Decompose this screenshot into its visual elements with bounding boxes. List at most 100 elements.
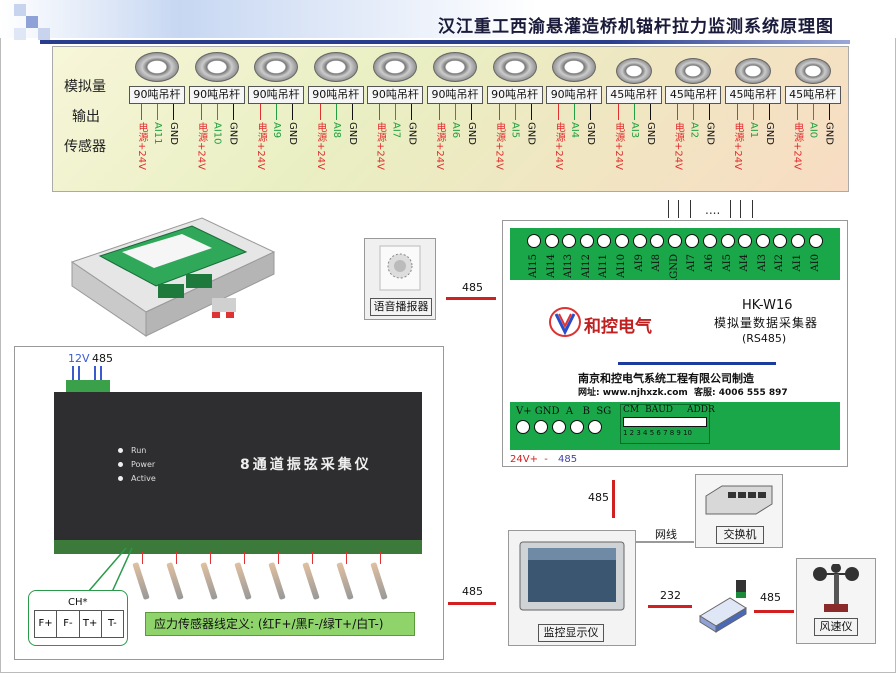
sensor-wire bbox=[677, 104, 679, 120]
terminal-screw[interactable] bbox=[738, 234, 753, 248]
anemometer-label: 风速仪 bbox=[814, 618, 858, 636]
sensor-wire bbox=[737, 104, 738, 120]
led-icon bbox=[118, 476, 123, 481]
terminal-screw[interactable] bbox=[703, 234, 717, 248]
terminal-label: AI2 bbox=[774, 254, 786, 272]
sensor-wire-label: 电源+24V bbox=[791, 122, 803, 170]
indicator-label: Run bbox=[131, 446, 147, 455]
sensor-wire bbox=[335, 104, 337, 120]
sensor-wire-label: AI8 bbox=[330, 122, 342, 139]
terminal-screw[interactable] bbox=[667, 234, 682, 248]
channel-pinout-box bbox=[28, 590, 128, 646]
terminal-screw[interactable] bbox=[773, 234, 788, 248]
sensor-label: 90吨吊杆 bbox=[307, 86, 364, 104]
terminal-label: AI0 bbox=[809, 254, 821, 272]
sensor-wire bbox=[574, 104, 576, 120]
load-cell-ring-icon bbox=[135, 52, 179, 82]
speaker-icon bbox=[379, 245, 421, 291]
terminal-screw[interactable] bbox=[791, 234, 805, 248]
sensor-wire bbox=[200, 104, 202, 120]
terminal-label: AI12 bbox=[580, 254, 592, 278]
terminal-screw[interactable] bbox=[615, 234, 629, 248]
sensor-wire bbox=[292, 104, 294, 120]
sensor-wire bbox=[590, 104, 592, 120]
terminal-label: AI14 bbox=[545, 254, 557, 278]
sensor-wire-label: 电源+24V bbox=[136, 122, 147, 170]
sensor-lead bbox=[278, 552, 279, 564]
sensor-label: 45吨吊杆 bbox=[784, 86, 841, 104]
company-name: 南京和控电气系统工程有限公司制造 bbox=[578, 372, 754, 385]
terminal-screw[interactable] bbox=[720, 234, 735, 248]
sensor-wire bbox=[173, 104, 174, 120]
sensor-label: 90吨吊杆 bbox=[248, 86, 305, 104]
sensor-wire-label: GND bbox=[823, 122, 835, 145]
terminal-screw[interactable] bbox=[597, 234, 612, 248]
pin-f-minus: F- bbox=[57, 611, 80, 637]
network-cable-label: 网线 bbox=[655, 528, 677, 541]
load-cell-ring-icon bbox=[254, 52, 299, 82]
load-cell-ring-icon bbox=[735, 58, 771, 84]
sensor-wire-label: GND bbox=[346, 122, 358, 145]
terminal-screw[interactable] bbox=[544, 234, 559, 248]
sensor-label: 90吨吊杆 bbox=[367, 86, 424, 104]
header-decoration bbox=[14, 4, 26, 16]
sensor-wire-label: 电源+24V bbox=[672, 122, 684, 170]
sensor-wire-label: GND bbox=[227, 122, 239, 145]
terminal-screw[interactable] bbox=[650, 234, 665, 248]
indicator-label: Power bbox=[131, 460, 156, 469]
collector-stripe bbox=[618, 362, 776, 365]
vib-power-wire bbox=[78, 366, 80, 384]
bus-line-vib-monitor bbox=[448, 602, 496, 605]
sensor-wire-label: GND bbox=[585, 122, 597, 145]
terminal-label: AI8 bbox=[651, 254, 663, 272]
sensor-lead bbox=[346, 552, 347, 564]
connector-line bbox=[730, 200, 731, 218]
bus-label-anemometer: 485 bbox=[760, 591, 781, 604]
terminal-screw[interactable] bbox=[685, 234, 700, 248]
sensor-label: 90吨吊杆 bbox=[546, 86, 603, 104]
sensor-wire-label: GND bbox=[704, 122, 716, 145]
dip-group-label: CM bbox=[623, 405, 640, 415]
load-cell-ring-icon bbox=[552, 52, 597, 82]
switch-label: 交换机 bbox=[716, 526, 764, 544]
collector-power-label: 24V+ - bbox=[510, 454, 548, 465]
sensor-wire bbox=[351, 104, 353, 120]
terminal-screw[interactable] bbox=[562, 234, 577, 248]
sensor-wire-label: AI3 bbox=[628, 122, 640, 139]
sensor-wire-label: GND bbox=[287, 122, 299, 145]
sensor-wire bbox=[216, 104, 218, 120]
load-cell-ring-icon bbox=[794, 58, 831, 84]
vib-power-wire bbox=[72, 366, 74, 384]
sensor-wire-label: GND bbox=[466, 122, 477, 145]
sensor-wire-label: 电源+24V bbox=[553, 122, 565, 170]
connector-line bbox=[690, 200, 691, 218]
terminal-screw[interactable] bbox=[632, 234, 647, 248]
dip-switch[interactable]: CM BAUD ADDR 1 2 3 4 5 6 7 8 9 10 bbox=[620, 404, 715, 444]
sensor-wire-label: GND bbox=[764, 122, 775, 145]
vib-bus-wire bbox=[94, 366, 96, 384]
brand-name: 和控电气 bbox=[584, 317, 652, 337]
collector-bus-label: 485 bbox=[558, 454, 578, 465]
sensor-wire-label: AI4 bbox=[569, 122, 581, 139]
sensor-wire bbox=[649, 104, 651, 120]
sensor-wire bbox=[157, 104, 158, 120]
sensor-wire bbox=[709, 104, 711, 120]
load-cell-ring-icon bbox=[492, 52, 537, 82]
rs232-label: 232 bbox=[660, 589, 681, 602]
connector-line bbox=[668, 200, 669, 218]
sensor-lead bbox=[380, 552, 381, 564]
channel-title: CH* bbox=[68, 597, 88, 608]
terminal-screw[interactable] bbox=[527, 234, 541, 248]
load-cell-ring-icon bbox=[194, 52, 239, 82]
terminal-label: AI3 bbox=[756, 254, 768, 272]
terminal-label: AI11 bbox=[598, 254, 610, 278]
connector-line bbox=[678, 200, 679, 218]
vibration-device-body bbox=[54, 392, 422, 542]
terminal-screw[interactable] bbox=[808, 234, 823, 248]
terminal-screw[interactable] bbox=[579, 234, 594, 248]
sensor-wire bbox=[439, 104, 440, 120]
sensor-wire bbox=[693, 104, 695, 120]
sensor-wire-label: 电源+24V bbox=[314, 122, 326, 170]
sensor-wire bbox=[753, 104, 754, 120]
terminal-screw[interactable] bbox=[755, 234, 770, 248]
